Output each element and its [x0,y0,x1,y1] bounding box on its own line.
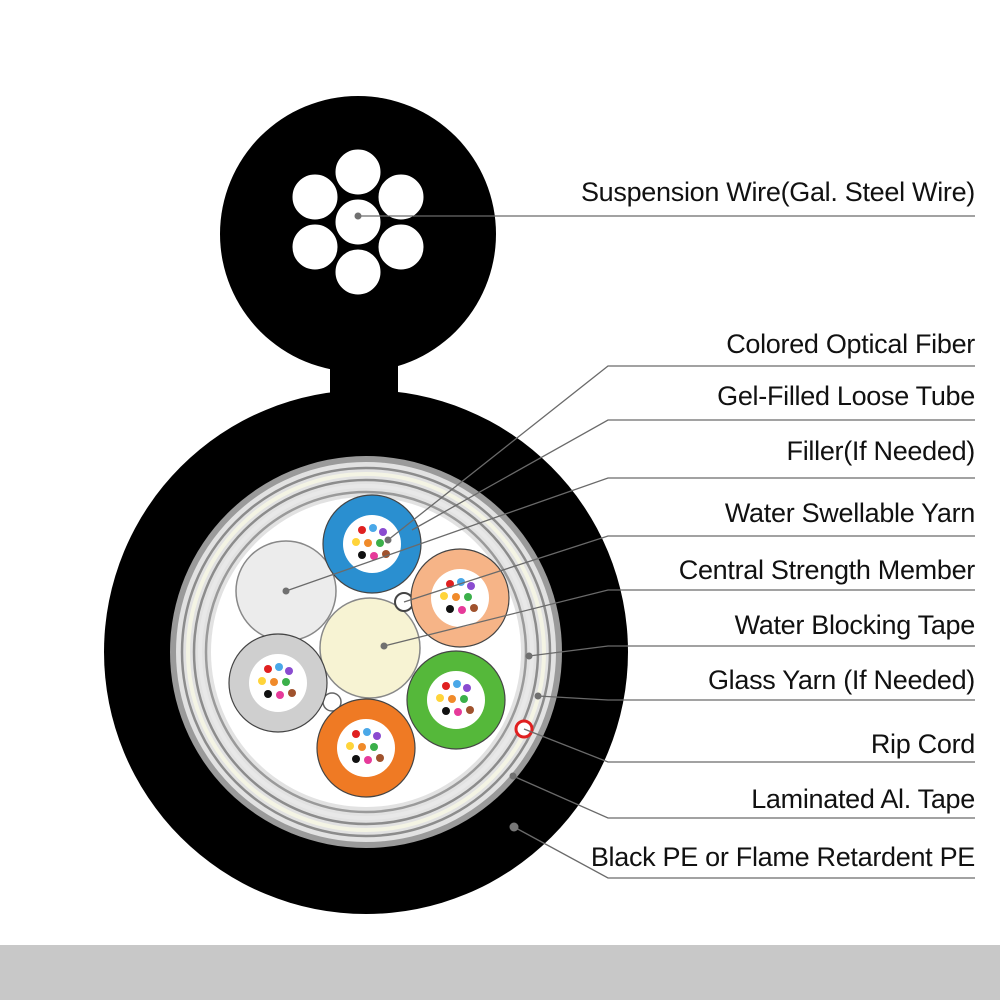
steel-wire [289,171,341,223]
loose-tube-green [406,650,506,750]
steel-wire [375,221,427,273]
loose-tube-gray [228,633,328,733]
steel-wire [332,146,384,198]
label-colored-optical-fiber: Colored Optical Fiber [726,329,975,359]
label-suspension-wire: Suspension Wire(Gal. Steel Wire) [581,177,975,207]
loose-tube-orange [316,698,416,798]
central-strength-member [319,597,421,699]
label-gel-filled-loose-tube: Gel-Filled Loose Tube [717,381,975,411]
tape-line [198,484,534,820]
leader-lines [282,212,975,879]
tape-line [204,490,528,814]
steel-wire [289,221,341,273]
label-rip-cord: Rip Cord [871,729,975,759]
label-laminated-al-tape: Laminated Al. Tape [751,784,975,814]
labels: Suspension Wire(Gal. Steel Wire) Colored… [581,177,976,872]
label-filler: Filler(If Needed) [787,436,975,466]
label-central-strength-member: Central Strength Member [679,555,976,585]
cable-body [104,390,628,914]
tape-line [186,472,546,832]
steel-wire [375,171,427,223]
tape-line [180,466,552,838]
label-water-swellable-yarn: Water Swellable Yarn [725,498,975,528]
suspension-unit [220,96,496,406]
steel-wire-center [332,196,384,248]
footer-band [0,945,1000,1000]
loose-tube-blue [322,494,422,594]
label-glass-yarn: Glass Yarn (If Needed) [708,665,975,695]
loose-tube-light-orange [410,548,510,648]
label-black-pe: Black PE or Flame Retardent PE [591,842,975,872]
tape-line [192,478,540,826]
steel-wire [332,246,384,298]
label-water-blocking-tape: Water Blocking Tape [735,610,975,640]
